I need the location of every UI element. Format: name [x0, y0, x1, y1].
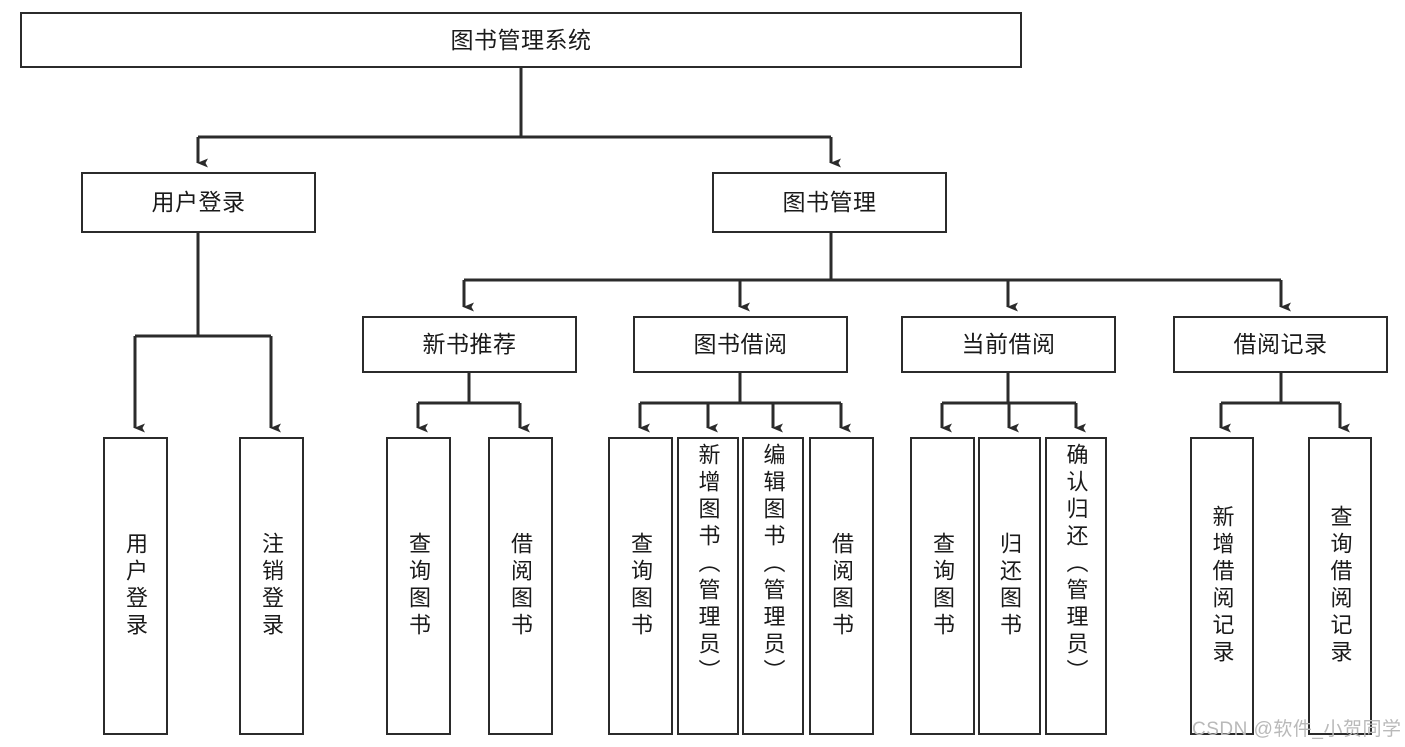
node-leaf-edit-book-label: 编辑图书（管理员）: [760, 443, 786, 686]
node-book-borrow[interactable]: 图书借阅: [633, 316, 848, 373]
node-leaf-add-record[interactable]: 新增借阅记录: [1190, 437, 1254, 735]
node-leaf-return-book[interactable]: 归还图书: [978, 437, 1041, 735]
node-leaf-query-book-2-label: 查询图书: [628, 532, 654, 640]
node-leaf-add-book[interactable]: 新增图书（管理员）: [677, 437, 739, 735]
node-leaf-user-login-label: 用户登录: [123, 532, 149, 640]
node-leaf-query-book-3[interactable]: 查询图书: [910, 437, 975, 735]
node-leaf-query-book-3-label: 查询图书: [930, 532, 956, 640]
csdn-watermark: CSDN @软件_小贺同学: [1192, 714, 1401, 741]
node-root[interactable]: 图书管理系统: [20, 12, 1022, 68]
node-leaf-return-book-label: 归还图书: [997, 532, 1023, 640]
node-leaf-logout-login[interactable]: 注销登录: [239, 437, 304, 735]
node-leaf-query-record[interactable]: 查询借阅记录: [1308, 437, 1372, 735]
node-leaf-borrow-book-1-label: 借阅图书: [508, 532, 534, 640]
node-current-borrow[interactable]: 当前借阅: [901, 316, 1116, 373]
node-leaf-confirm-return-label: 确认归还（管理员）: [1063, 443, 1089, 686]
node-book-management[interactable]: 图书管理: [712, 172, 947, 233]
node-leaf-add-record-label: 新增借阅记录: [1209, 505, 1235, 667]
node-leaf-borrow-book-1[interactable]: 借阅图书: [488, 437, 553, 735]
node-borrow-record[interactable]: 借阅记录: [1173, 316, 1388, 373]
node-leaf-user-login[interactable]: 用户登录: [103, 437, 168, 735]
node-leaf-borrow-book-2[interactable]: 借阅图书: [809, 437, 874, 735]
node-leaf-query-book-2[interactable]: 查询图书: [608, 437, 673, 735]
node-leaf-borrow-book-2-label: 借阅图书: [829, 532, 855, 640]
node-new-book-recommend-label: 新书推荐: [422, 331, 517, 358]
node-leaf-confirm-return[interactable]: 确认归还（管理员）: [1045, 437, 1107, 735]
node-book-borrow-label: 图书借阅: [693, 331, 788, 358]
node-user-login[interactable]: 用户登录: [81, 172, 316, 233]
node-leaf-query-book-1-label: 查询图书: [406, 532, 432, 640]
node-current-borrow-label: 当前借阅: [961, 331, 1056, 358]
node-leaf-logout-login-label: 注销登录: [259, 532, 285, 640]
node-user-login-label: 用户登录: [151, 189, 246, 216]
node-leaf-add-book-label: 新增图书（管理员）: [695, 443, 721, 686]
node-borrow-record-label: 借阅记录: [1233, 331, 1328, 358]
node-leaf-edit-book[interactable]: 编辑图书（管理员）: [742, 437, 804, 735]
node-root-label: 图书管理系统: [450, 26, 592, 53]
csdn-watermark-text: CSDN @软件_小贺同学: [1192, 719, 1402, 740]
node-new-book-recommend[interactable]: 新书推荐: [362, 316, 577, 373]
node-leaf-query-record-label: 查询借阅记录: [1327, 505, 1353, 667]
node-leaf-query-book-1[interactable]: 查询图书: [386, 437, 451, 735]
node-book-management-label: 图书管理: [782, 189, 877, 216]
